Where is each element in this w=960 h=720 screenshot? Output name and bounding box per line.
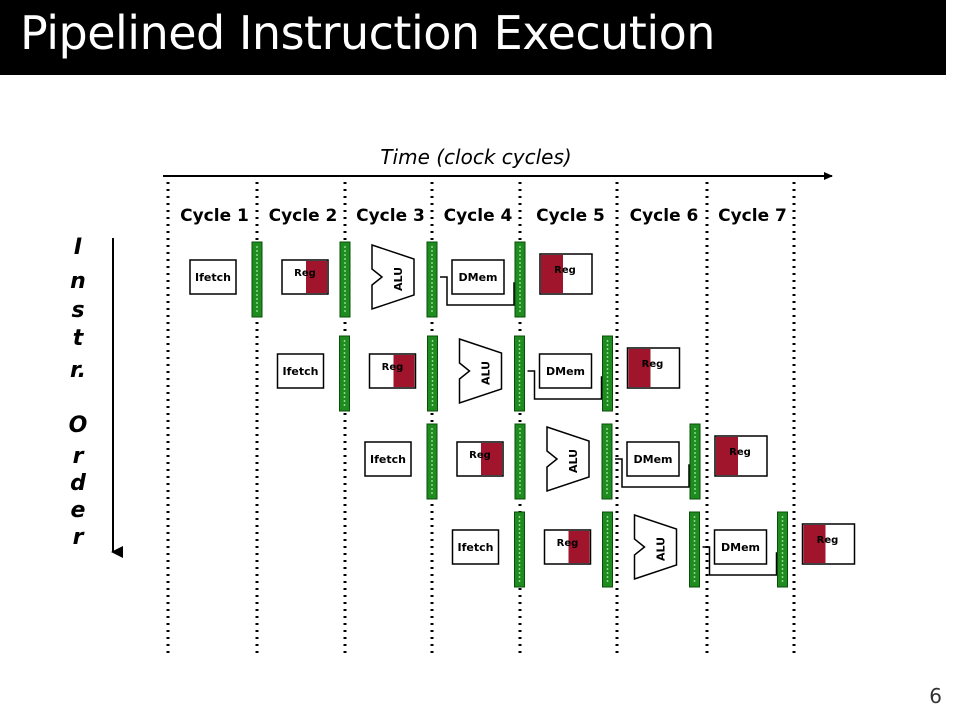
instruction-row: Ifetch Reg ALU DMem Reg	[451, 511, 856, 588]
ifetch-box	[276, 353, 325, 389]
instruction-row: Ifetch Reg ALU DMem Reg	[364, 423, 768, 500]
reg-write-fill	[716, 437, 738, 475]
cycle-label: Cycle 5	[536, 206, 605, 226]
instr-order-letter: d	[70, 471, 86, 496]
reg-read-fill	[306, 261, 327, 293]
dmem-box	[538, 353, 593, 389]
instr-order-letter: n	[70, 269, 86, 294]
reg-write-label: Reg	[554, 265, 576, 276]
reg-read-fill	[568, 531, 590, 563]
alu-label: ALU	[480, 361, 493, 385]
dmem-label: DMem	[721, 541, 760, 554]
alu-label: ALU	[392, 267, 405, 291]
dmem-box	[626, 441, 680, 477]
ifetch-label: Ifetch	[195, 271, 231, 284]
reg-read-label: Reg	[294, 268, 316, 279]
instr-order-letter: r.	[70, 358, 86, 383]
cycle-label: Cycle 6	[630, 206, 699, 226]
instr-order-letter: r	[73, 525, 85, 550]
reg-write-fill	[628, 349, 651, 387]
cycle-label: Cycle 7	[718, 206, 787, 226]
reg-read-label: Reg	[382, 362, 404, 373]
instr-order-letter: t	[73, 326, 85, 351]
cycle-label: Cycle 3	[356, 206, 425, 226]
dmem-label: DMem	[546, 365, 585, 378]
cycle-label: Cycle 1	[180, 206, 249, 226]
reg-read-fill	[481, 443, 502, 475]
dmem-label: DMem	[459, 271, 498, 284]
instr-order-letter: e	[71, 498, 86, 523]
instruction-row: Ifetch Reg ALU DMem Reg	[276, 335, 681, 412]
ifetch-box	[451, 529, 500, 565]
alu-shape	[458, 337, 503, 405]
instruction-row: Ifetch Reg ALU DMem Reg	[189, 241, 593, 318]
reg-write-label: Reg	[817, 535, 839, 546]
time-axis-label: Time (clock cycles)	[380, 145, 571, 169]
title-bar: Pipelined Instruction Execution	[0, 0, 946, 75]
reg-write-label: Reg	[729, 447, 751, 458]
page-number: 6	[929, 684, 942, 708]
instr-order-letter: s	[71, 298, 84, 323]
dmem-label: DMem	[634, 453, 673, 466]
instr-order-letter: I	[74, 235, 82, 260]
instr-order-letter: r	[73, 444, 85, 469]
alu-label: ALU	[655, 537, 668, 561]
dmem-box	[451, 259, 505, 295]
reg-read-label: Reg	[557, 538, 579, 549]
reg-read-fill	[393, 355, 415, 387]
cycle-label: Cycle 4	[444, 206, 513, 226]
cycle-label: Cycle 2	[269, 206, 338, 226]
slide-title: Pipelined Instruction Execution	[20, 6, 715, 60]
dmem-box	[713, 529, 768, 565]
ifetch-label: Ifetch	[283, 365, 319, 378]
alu-shape	[633, 513, 678, 581]
alu-shape	[371, 243, 415, 311]
instr-order-letter: O	[69, 413, 88, 438]
alu-label: ALU	[567, 449, 580, 473]
reg-write-label: Reg	[642, 359, 664, 370]
reg-write-fill	[803, 525, 826, 563]
alu-shape	[546, 425, 590, 493]
ifetch-label: Ifetch	[370, 453, 406, 466]
reg-write-fill	[541, 255, 563, 293]
ifetch-box	[364, 441, 412, 477]
ifetch-box	[189, 259, 237, 295]
ifetch-label: Ifetch	[458, 541, 494, 554]
reg-read-label: Reg	[469, 450, 491, 461]
